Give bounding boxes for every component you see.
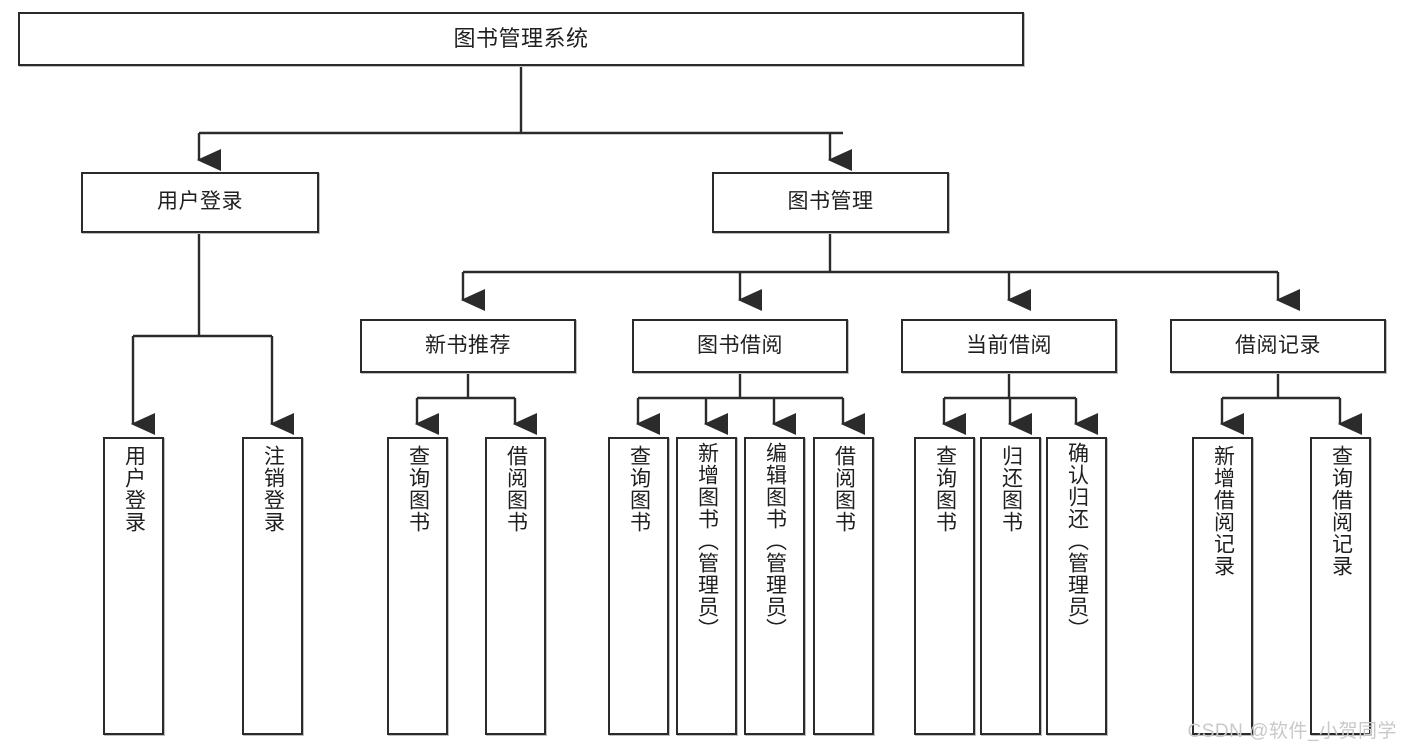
node-label: 用户登录 <box>157 190 243 214</box>
node-label: 新书推荐 <box>425 333 511 357</box>
node-label: 当前借阅 <box>966 333 1052 357</box>
leaf-current-query-book[interactable]: 查询图书 <box>914 437 975 735</box>
leaf-borrow-add-book-admin[interactable]: 新增图书（管理员） <box>676 437 737 735</box>
node-borrow-records[interactable]: 借阅记录 <box>1170 319 1386 373</box>
node-label: 借阅图书 <box>504 445 528 533</box>
node-label: 查询图书 <box>406 445 430 533</box>
leaf-records-query-record[interactable]: 查询借阅记录 <box>1310 437 1371 735</box>
node-label: 新增图书（管理员） <box>695 442 719 640</box>
csdn-watermark: CSDN @软件_小贺同学 <box>1187 721 1397 742</box>
leaf-recommend-query-book[interactable]: 查询图书 <box>387 437 448 735</box>
node-label: 归还图书 <box>999 445 1023 533</box>
leaf-records-add-record[interactable]: 新增借阅记录 <box>1192 437 1253 735</box>
node-label: 图书管理系统 <box>453 26 589 52</box>
node-book-management[interactable]: 图书管理 <box>712 172 949 233</box>
leaf-borrow-query-book[interactable]: 查询图书 <box>608 437 669 735</box>
leaf-borrow-edit-book-admin[interactable]: 编辑图书（管理员） <box>744 437 805 735</box>
leaf-logout-login[interactable]: 注销登录 <box>242 437 303 735</box>
node-label: 确认归还（管理员） <box>1065 442 1089 640</box>
leaf-borrow-borrow-book[interactable]: 借阅图书 <box>813 437 874 735</box>
leaf-user-login[interactable]: 用户登录 <box>103 437 164 735</box>
node-user-login[interactable]: 用户登录 <box>81 172 319 233</box>
node-book-borrow[interactable]: 图书借阅 <box>632 319 848 373</box>
node-label: 借阅图书 <box>832 445 856 533</box>
node-label: 查询图书 <box>627 445 651 533</box>
node-label: 查询图书 <box>933 445 957 533</box>
node-label: 图书借阅 <box>697 333 783 357</box>
node-current-borrow[interactable]: 当前借阅 <box>901 319 1117 373</box>
node-label: 借阅记录 <box>1235 333 1321 357</box>
node-label: 图书管理 <box>787 190 874 214</box>
node-label: 查询借阅记录 <box>1329 445 1353 577</box>
leaf-recommend-borrow-book[interactable]: 借阅图书 <box>485 437 546 735</box>
node-label: 编辑图书（管理员） <box>763 442 787 640</box>
node-root-system[interactable]: 图书管理系统 <box>18 12 1024 66</box>
leaf-current-confirm-return-admin[interactable]: 确认归还（管理员） <box>1046 437 1107 735</box>
node-label: 注销登录 <box>261 445 285 533</box>
node-label: 用户登录 <box>122 445 146 533</box>
node-new-book-recommend[interactable]: 新书推荐 <box>360 319 576 373</box>
leaf-current-return-book[interactable]: 归还图书 <box>980 437 1041 735</box>
node-label: 新增借阅记录 <box>1211 445 1235 577</box>
